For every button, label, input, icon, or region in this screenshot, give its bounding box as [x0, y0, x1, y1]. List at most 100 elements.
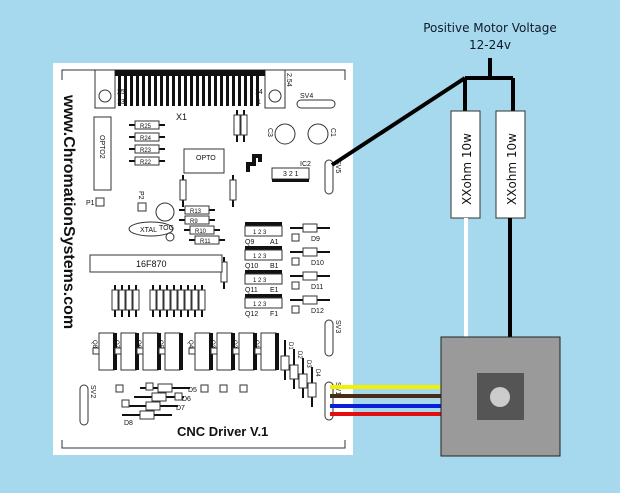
ic2-label: IC2 — [300, 161, 311, 168]
pad — [239, 384, 248, 393]
resistor — [179, 179, 187, 201]
heatsink-fin — [154, 76, 157, 106]
trimmer-icon — [155, 202, 175, 222]
resistor-label: R23 — [140, 148, 152, 154]
heatsink-fin — [118, 76, 121, 106]
transistor-q4 — [194, 332, 211, 371]
pad-label: P2 — [137, 191, 144, 200]
diode-d9 — [302, 223, 318, 233]
pad — [136, 347, 144, 355]
pad — [114, 347, 122, 355]
mount-hole-icon — [98, 89, 112, 103]
diode-label: D3 — [305, 360, 311, 368]
heatsink-fin — [232, 76, 235, 106]
diode-label: D8 — [124, 420, 133, 427]
resistor — [118, 289, 126, 311]
heatsink-fin — [142, 76, 145, 106]
transistor-q12 — [244, 297, 283, 309]
cap-label: C3 — [266, 128, 273, 137]
diode-label: D10 — [311, 260, 324, 267]
transistor-q10 — [244, 249, 283, 261]
heatsink-fin — [238, 76, 241, 106]
power-resistor-2 — [495, 110, 526, 219]
heatsink-fin — [220, 76, 223, 106]
resistor — [170, 289, 178, 311]
sv4-header[interactable] — [296, 99, 336, 109]
mount-hole-icon — [268, 89, 282, 103]
resistor — [111, 289, 119, 311]
diode-label: D11 — [311, 284, 323, 291]
diode-label: D5 — [188, 387, 197, 394]
diode-d10 — [302, 247, 318, 257]
mcu-label: 16F870 — [136, 259, 167, 269]
tog-pad — [165, 232, 175, 242]
pad — [145, 382, 154, 391]
transistor-pin-label: E1 — [270, 287, 279, 294]
heatsink-fin — [244, 76, 247, 106]
sv3-header[interactable] — [324, 319, 334, 357]
heatsink-fin — [184, 76, 187, 106]
transistor-q9 — [244, 225, 283, 237]
transistor-label: Q3 — [209, 340, 215, 349]
diode-d4 — [307, 382, 317, 398]
ic2-pins: 3 2 1 — [283, 171, 299, 178]
resistor — [240, 114, 248, 136]
transistor-label: Q5 — [157, 340, 163, 349]
opto-chip — [183, 148, 225, 174]
resistor — [229, 179, 237, 201]
resistor — [149, 289, 157, 311]
board-title: CNC Driver V.1 — [177, 424, 268, 439]
transistor-tab — [245, 222, 282, 226]
supply-range: 12-24v — [469, 38, 511, 52]
pin-label: 14 — [255, 89, 263, 96]
diode-d12 — [302, 295, 318, 305]
transistor-pin-label: A1 — [270, 239, 279, 246]
diode-label: D12 — [311, 308, 324, 315]
transistor-tab — [245, 246, 282, 250]
heatsink-fin — [226, 76, 229, 106]
pad — [232, 347, 240, 355]
opto2-label: OPTO2 — [98, 135, 105, 159]
resistor-label: R24 — [140, 136, 152, 142]
transistor-q7 — [120, 332, 137, 371]
pad — [174, 392, 183, 401]
transistor-pin-label: F1 — [270, 311, 278, 318]
heatsink-fin — [190, 76, 193, 106]
sv1-header[interactable] — [324, 381, 334, 421]
resistor-label: R9 — [190, 219, 198, 225]
transistor-q6 — [142, 332, 159, 371]
transistor-pins: 1 2 3 — [253, 278, 267, 284]
heatsink-fin — [208, 76, 211, 106]
heatsink-fin — [160, 76, 163, 106]
diode-d3 — [298, 373, 308, 389]
transistor-label: Q12 — [245, 311, 258, 318]
resistor-r23 — [134, 144, 160, 154]
sv2-header[interactable] — [79, 384, 89, 426]
pad — [188, 347, 196, 355]
diode-label: D9 — [311, 236, 320, 243]
xtal-label: XTAL — [140, 227, 157, 234]
heatsink-fin — [172, 76, 175, 106]
sv5-header[interactable] — [324, 159, 334, 195]
supply-wiring: Positive Motor Voltage 12-24v XXohm 10w … — [330, 21, 557, 338]
opto2-chip — [93, 116, 112, 191]
pad — [291, 257, 300, 266]
motor-wires — [330, 385, 441, 416]
pad — [115, 384, 124, 393]
diode-label: D2 — [296, 351, 302, 359]
pad-label: P1 — [86, 200, 95, 207]
sv3-label: SV3 — [334, 320, 341, 333]
transistor-q5 — [164, 332, 181, 371]
heatsink-x1: 25 13 14 1 2.54 X1 — [94, 69, 292, 122]
resistor — [184, 289, 192, 311]
transistor-q2 — [238, 332, 255, 371]
diode-d7 — [145, 401, 161, 411]
transistor-q3 — [216, 332, 233, 371]
pcb-board: www.ChromationSystems.com 25 13 14 1 2.5… — [53, 63, 353, 455]
sv2-label: SV2 — [89, 385, 96, 398]
heatsink-fin — [166, 76, 169, 106]
transistor-tab — [245, 270, 282, 274]
diode-d2 — [289, 364, 299, 380]
